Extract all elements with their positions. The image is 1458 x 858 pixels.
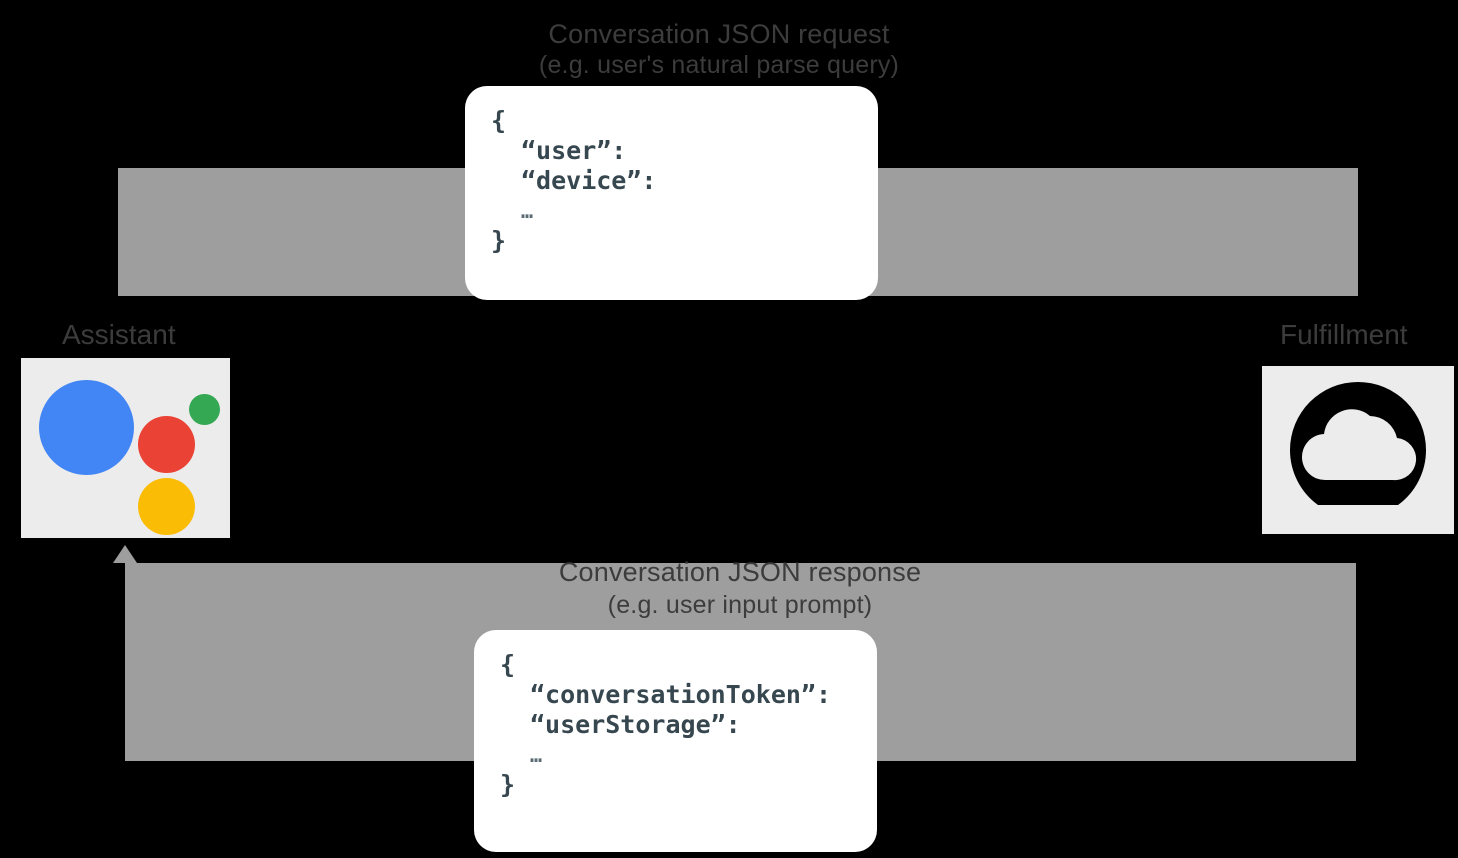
response-json-line-2: “userStorage”: bbox=[530, 710, 741, 739]
request-json-line-1: “user”: bbox=[521, 136, 627, 165]
assistant-label: Assistant bbox=[62, 319, 176, 350]
assistant-red-dot-icon bbox=[138, 416, 195, 473]
response-json-line-4: } bbox=[500, 770, 516, 799]
response-json-line-1: “conversationToken”: bbox=[530, 680, 832, 709]
request-label-line2: (e.g. user's natural parse query) bbox=[538, 51, 900, 79]
assistant-yellow-dot-icon bbox=[138, 478, 195, 535]
request-json-line-3: … bbox=[521, 199, 534, 223]
request-json-card: { “user”: “device”: … } bbox=[465, 86, 878, 300]
assistant-blue-dot-icon bbox=[39, 380, 134, 475]
response-json-line-0: { bbox=[500, 650, 516, 679]
response-json-line-3: … bbox=[530, 743, 543, 767]
response-arrow-head-icon bbox=[113, 545, 137, 563]
request-arrow-head-icon bbox=[1305, 187, 1355, 277]
google-assistant-icon bbox=[21, 358, 230, 538]
request-json-line-2: “device”: bbox=[521, 166, 657, 195]
response-label-line1: Conversation JSON response bbox=[558, 557, 922, 587]
response-label-line2: (e.g. user input prompt) bbox=[607, 591, 873, 619]
request-json-line-4: } bbox=[491, 226, 507, 255]
cloud-badge-icon bbox=[1290, 382, 1426, 505]
request-label-line1: Conversation JSON request bbox=[548, 19, 890, 49]
response-json-card: { “conversationToken”: “userStorage”: … … bbox=[474, 630, 877, 852]
fulfillment-label: Fulfillment bbox=[1280, 319, 1408, 350]
assistant-green-dot-icon bbox=[189, 394, 220, 425]
cloud-functions-icon bbox=[1262, 366, 1454, 534]
request-json-line-0: { bbox=[491, 106, 507, 135]
